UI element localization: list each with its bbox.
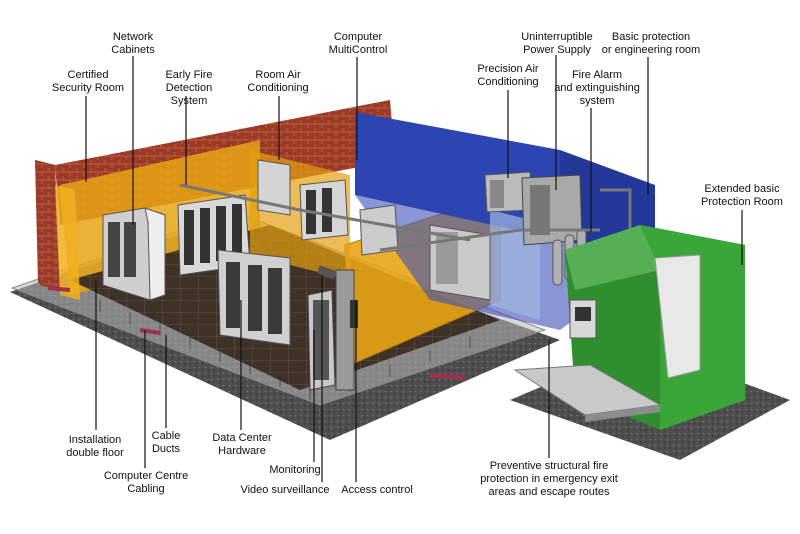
label-cable-ducts: Cable Ducts	[151, 430, 181, 455]
label-certified-security-room: Certified Security Room	[51, 69, 125, 94]
label-computer-centre-cabling: Computer Centre Cabling	[103, 470, 189, 495]
room-air-conditioning	[257, 159, 491, 301]
overhead-pipes	[179, 183, 632, 252]
label-extended-basic-protection: Extended basic Protection Room	[701, 183, 783, 208]
ups-units	[521, 174, 583, 246]
security-room-left-wall	[55, 185, 80, 300]
label-monitoring: Monitoring	[269, 464, 321, 476]
label-access-control: Access control	[341, 484, 413, 496]
network-cabinets	[102, 207, 166, 301]
video-camera	[317, 265, 337, 280]
precision-air-conditioning	[484, 171, 533, 213]
label-video-surveillance: Video surveillance	[240, 484, 330, 496]
brick-wall-side	[35, 160, 60, 290]
data-center-hardware	[177, 179, 399, 346]
label-preventive-fire-protection: Preventive structural fire protection in…	[480, 460, 618, 498]
leader-lines	[85, 55, 743, 482]
label-precision-air-conditioning: Precision Air Conditioning	[477, 63, 539, 88]
escape-walkway	[513, 364, 662, 422]
label-fire-alarm: Fire Alarm and extinguishing system	[554, 69, 640, 107]
label-early-fire-detection: Early Fire Detection System	[165, 69, 213, 107]
label-data-center-hardware: Data Center Hardware	[212, 432, 272, 457]
label-installation-double-floor: Installation double floor	[66, 434, 124, 459]
label-network-cabinets: Network Cabinets	[111, 31, 155, 56]
label-ups: Uninterruptible Power Supply	[521, 31, 593, 56]
label-basic-protection: Basic protection or engineering room	[601, 31, 701, 56]
label-room-air-conditioning: Room Air Conditioning	[247, 69, 309, 94]
label-computer-multicontrol: Computer MultiControl	[328, 31, 388, 56]
floor-cabling-red	[47, 286, 466, 380]
